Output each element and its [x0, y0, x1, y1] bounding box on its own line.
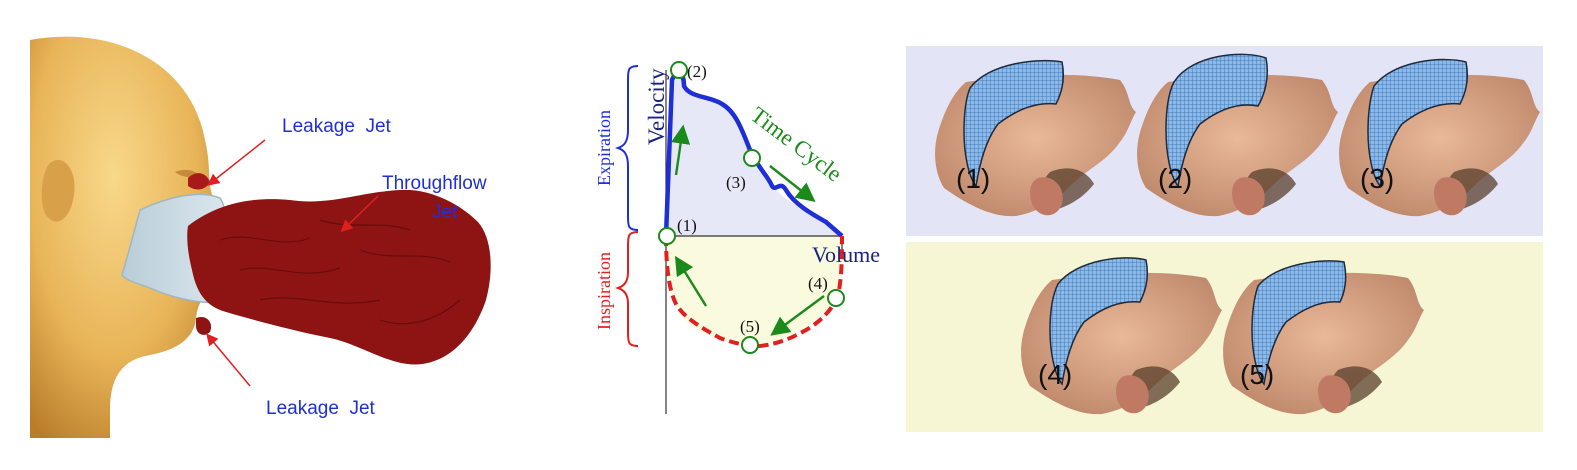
point-label-3: (3)	[726, 173, 746, 192]
frame-label-5: (5)	[1240, 359, 1274, 390]
inspiration-fill	[666, 236, 842, 346]
ear-shape	[1318, 375, 1351, 414]
frame-5: (5)	[1223, 260, 1424, 415]
ear-shape	[41, 159, 75, 222]
mask-mesh	[963, 59, 1065, 188]
frame-3: (3)	[1339, 58, 1540, 217]
right-panel: (1) (2) (3) (4)	[906, 46, 1543, 432]
ear-shape	[1030, 177, 1063, 216]
point-label-5: (5)	[740, 317, 760, 336]
point-label-1: (1)	[677, 216, 697, 235]
cycle-arrow-descend	[769, 165, 816, 202]
mask-mesh	[1251, 260, 1347, 386]
plume-texture	[219, 219, 461, 325]
ear-shape	[1116, 375, 1149, 414]
cycle-arrow-rise	[671, 124, 691, 176]
ear-shape	[1232, 177, 1265, 216]
frame-4: (4)	[1021, 257, 1222, 415]
state-marker-5	[741, 336, 759, 354]
throughflow-label-line2: Jet	[432, 202, 458, 223]
cycle-arrow-return-up	[674, 255, 708, 307]
state-markers	[658, 61, 845, 354]
mask-mesh	[1367, 58, 1469, 188]
state-marker-3	[743, 149, 761, 167]
head-silhouette	[30, 36, 216, 438]
frame-1: (1)	[935, 59, 1136, 217]
expiration-brace	[614, 65, 639, 231]
mask-mesh	[1165, 53, 1269, 188]
volume-axis-label: Volume	[812, 242, 880, 267]
frame-2: (2)	[1137, 53, 1338, 217]
point-label-2: (2)	[687, 62, 707, 81]
throughflow-arrow	[340, 195, 379, 233]
inspiration-brace	[614, 231, 639, 347]
cycle-arrow-return-4-5	[770, 295, 825, 336]
expiration-label: Expiration	[594, 110, 614, 186]
middle-panel: Velocity Volume Time Cycle (1) (2) (3) (…	[594, 61, 880, 414]
throughflow-plume	[187, 189, 491, 365]
throughflow-label-line1: Throughflow	[382, 173, 487, 194]
leakage-bottom-blob	[196, 316, 212, 335]
left-panel: Leakage Jet Throughflow Jet Leakage Jet	[30, 36, 491, 438]
state-marker-4	[827, 289, 845, 307]
frame-label-4: (4)	[1038, 359, 1072, 390]
leakage-top-arrow	[207, 139, 266, 186]
frame-label-2: (2)	[1158, 163, 1192, 194]
velocity-axis-label: Velocity	[644, 68, 669, 145]
leakage-bottom-arrow	[206, 333, 251, 387]
frame-label-1: (1)	[956, 163, 990, 194]
state-marker-2	[670, 61, 688, 79]
leakage-top-blob	[188, 173, 210, 190]
leakage-jet-bottom-label: Leakage Jet	[266, 398, 376, 419]
state-marker-1	[658, 227, 676, 245]
frame-label-3: (3)	[1360, 163, 1394, 194]
ear-shape	[1434, 177, 1467, 216]
expiration-fill	[666, 72, 842, 236]
leakage-jet-top-label: Leakage Jet	[282, 116, 392, 137]
inspiration-label: Inspiration	[594, 252, 614, 330]
point-label-4: (4)	[808, 274, 828, 293]
mask-mesh	[1049, 257, 1149, 386]
